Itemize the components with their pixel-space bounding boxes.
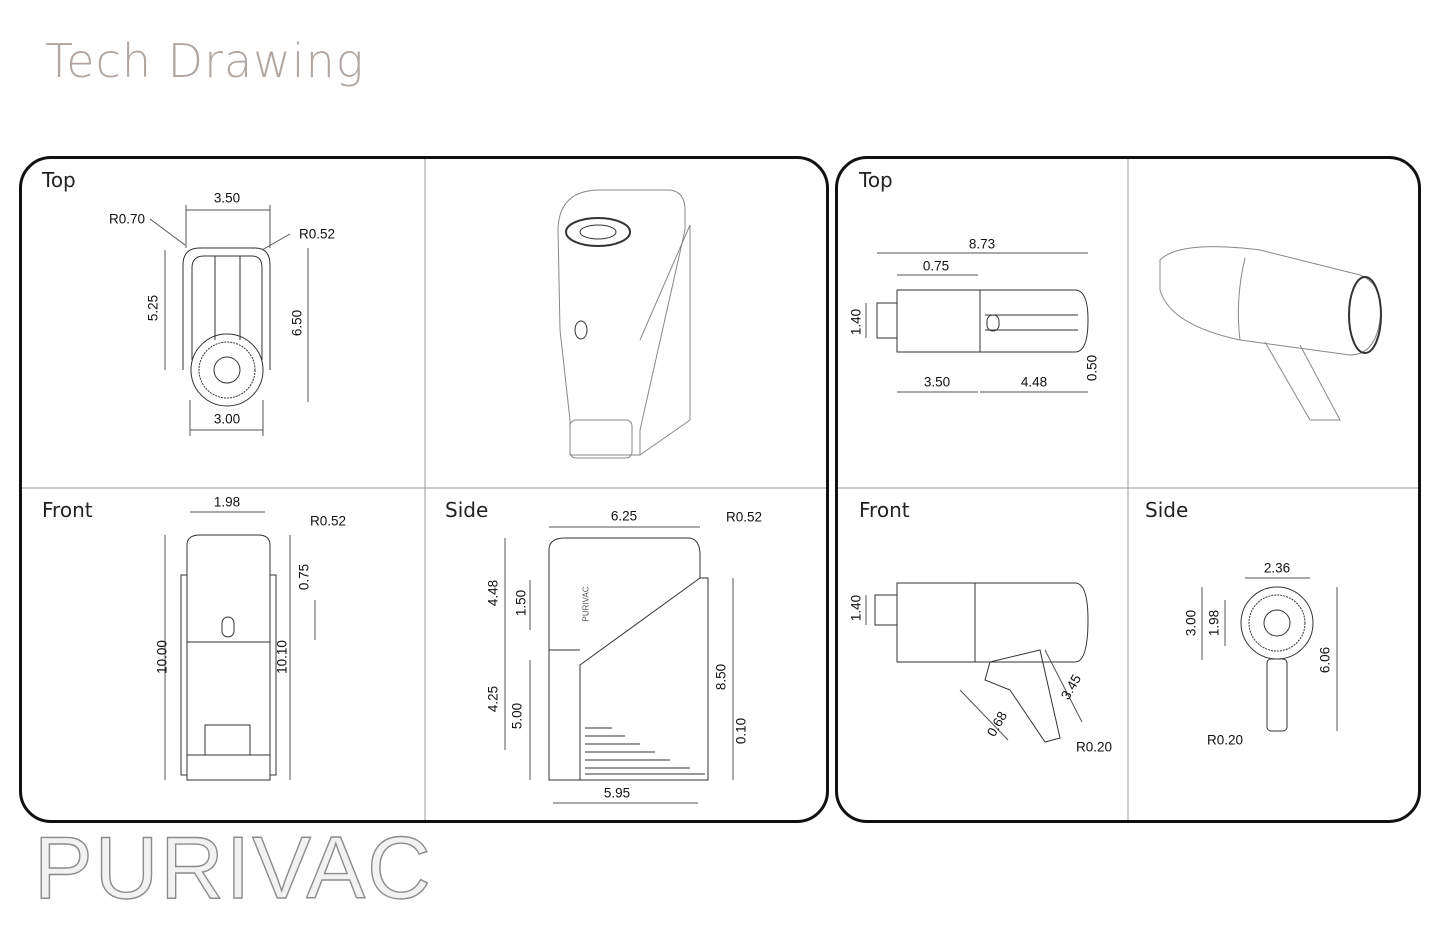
dimension: R0.52 — [298, 226, 336, 242]
dimension: 5.95 — [603, 785, 631, 801]
dimension: 1.98 — [1206, 609, 1222, 637]
view-label-front: Front — [42, 498, 93, 522]
purivac-logo: PURIVAC — [33, 817, 433, 917]
dimension: 6.50 — [289, 309, 305, 337]
dimension: R0.70 — [108, 211, 146, 227]
dimension: R0.20 — [1075, 739, 1113, 755]
left-drawing-panel — [19, 156, 829, 823]
dimension: 8.73 — [968, 236, 996, 252]
dimension: 3.50 — [923, 374, 951, 390]
dimension: 10.10 — [274, 640, 290, 674]
left-3d-render — [557, 189, 691, 459]
dimension: 0.75 — [296, 563, 312, 591]
view-label-top: Top — [859, 168, 893, 192]
dimension: 1.40 — [848, 594, 864, 622]
right-side-view — [1201, 577, 1338, 732]
dimension: 1.98 — [213, 494, 241, 510]
dimension: 0.50 — [1084, 354, 1100, 382]
dimension: 5.00 — [509, 702, 525, 730]
dimension: R0.20 — [1206, 732, 1244, 748]
dimension: R0.52 — [725, 509, 763, 525]
left-front-view — [164, 511, 316, 781]
dimension: 2.36 — [1263, 560, 1291, 576]
dimension: 4.25 — [485, 685, 501, 713]
dimension: 4.48 — [1020, 374, 1048, 390]
left-top-view — [149, 205, 309, 436]
dimension: R0.52 — [309, 513, 347, 529]
product-text: PURIVAC — [581, 586, 591, 622]
right-3d-render — [1159, 246, 1382, 421]
left-side-view — [504, 526, 734, 804]
dimension: 6.06 — [1317, 646, 1333, 674]
view-label-top: Top — [42, 168, 76, 192]
dimension: 0.75 — [922, 258, 950, 274]
dimension: 1.40 — [848, 308, 864, 336]
page-title: Tech Drawing — [45, 34, 365, 88]
dimension: 3.00 — [1183, 609, 1199, 637]
panel-dividers — [22, 159, 1418, 820]
right-top-view — [865, 252, 1089, 393]
view-label-front: Front — [859, 498, 910, 522]
dimension: 3.00 — [213, 411, 241, 427]
dimension: 5.25 — [145, 294, 161, 322]
view-label-side: Side — [445, 498, 489, 522]
dimension: 4.48 — [485, 579, 501, 607]
dimension: 1.50 — [513, 589, 529, 617]
right-front-view — [865, 582, 1089, 743]
dimension: 0.10 — [733, 717, 749, 745]
view-label-side: Side — [1145, 498, 1189, 522]
dimension: 10.00 — [154, 640, 170, 674]
dimension: 6.25 — [610, 508, 638, 524]
right-drawing-panel — [835, 156, 1421, 823]
dimension: 3.50 — [213, 190, 241, 206]
dimension: 8.50 — [713, 663, 729, 691]
